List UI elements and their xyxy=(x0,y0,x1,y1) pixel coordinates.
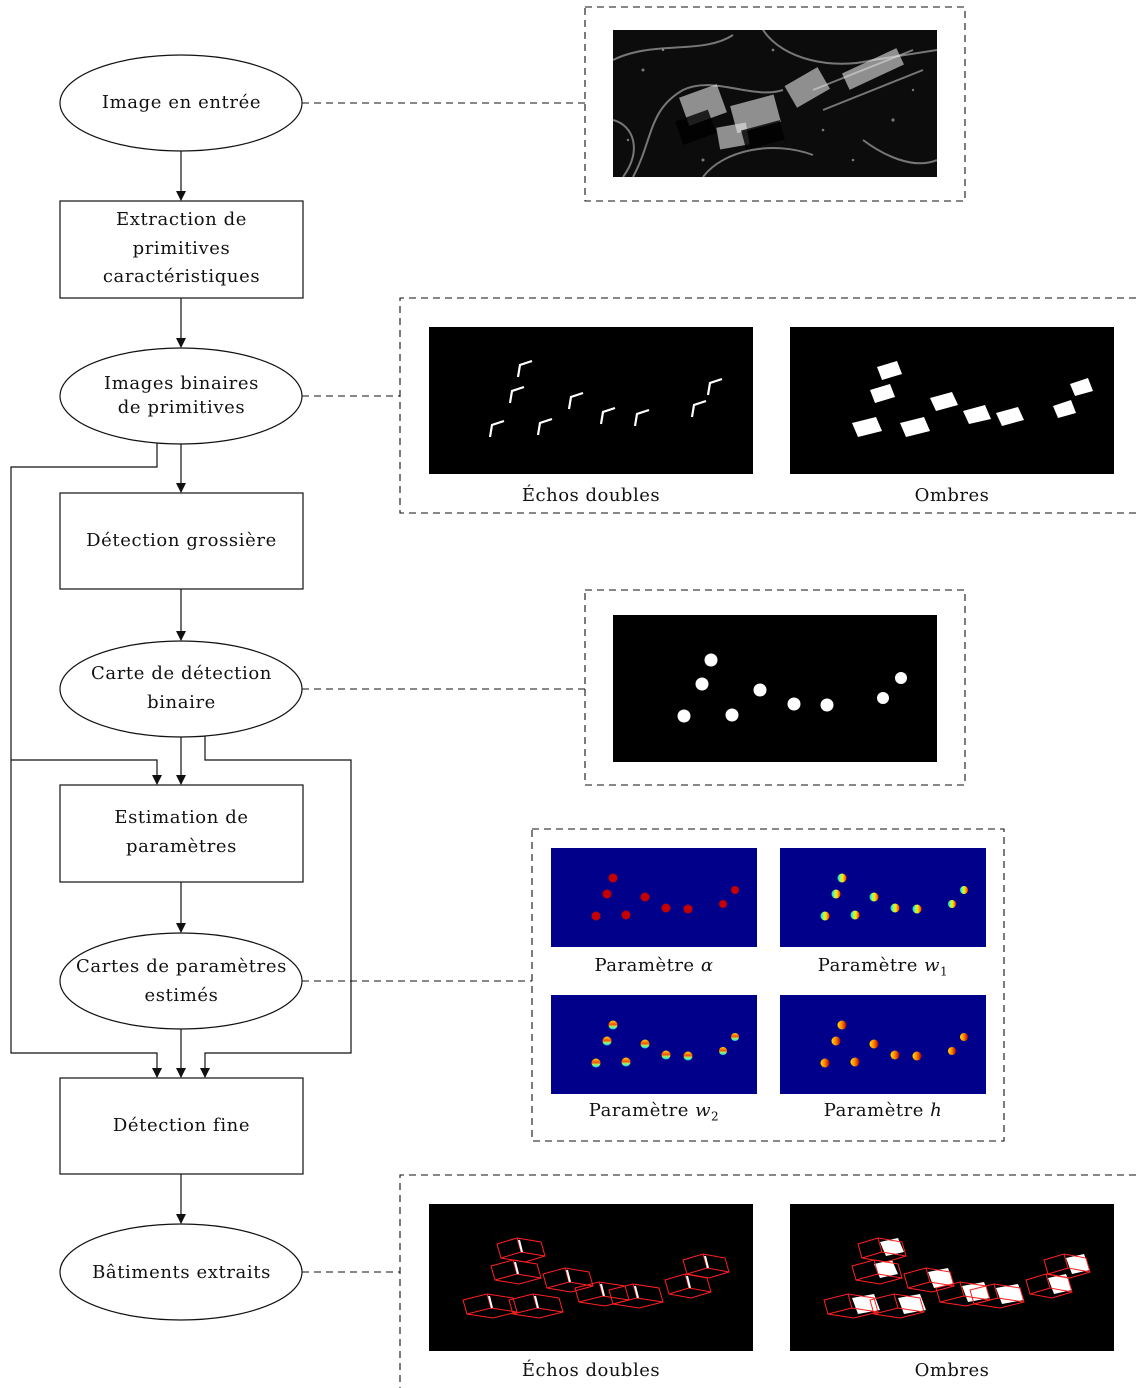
node-binary-label: Images binaires de primitives xyxy=(104,372,259,418)
symbol-w2-sub: 2 xyxy=(711,1109,720,1124)
symbol-h: h xyxy=(930,1100,943,1121)
shadows-binary-image xyxy=(790,327,1114,474)
node-params: Cartes de paramètres estimés xyxy=(75,951,288,1013)
caption-shadows-2: Ombres xyxy=(914,1360,990,1381)
route-map-to-fine xyxy=(200,736,352,1078)
buildings-echoes-image xyxy=(429,1204,753,1351)
panel-binary xyxy=(399,297,1136,514)
node-buildings-label: Bâtiments extraits xyxy=(92,1261,271,1283)
node-params-label: Cartes de paramètres estimés xyxy=(76,956,287,1006)
panel-params xyxy=(531,828,1005,1142)
node-extraction-shape xyxy=(59,200,304,299)
param-prefix-1: Paramètre xyxy=(594,955,695,976)
node-fine: Détection fine xyxy=(62,1080,301,1172)
node-map-label: Carte de détection binaire xyxy=(91,663,272,713)
symbol-alpha: α xyxy=(700,955,714,976)
param-h-image xyxy=(780,995,986,1094)
symbol-w1-sub: 1 xyxy=(940,964,949,979)
caption-param-w1: Paramètre w1 xyxy=(780,955,986,979)
caption-param-h: Paramètre h xyxy=(780,1100,986,1121)
node-coarse-label: Détection grossière xyxy=(86,529,277,551)
node-fine-label: Détection fine xyxy=(112,1114,251,1136)
symbol-w1: w xyxy=(924,955,941,976)
buildings-shadows-image xyxy=(790,1204,1114,1351)
panel-input xyxy=(584,6,966,202)
param-w1-image xyxy=(780,848,986,947)
node-estimation-label: Estimation de paramètres xyxy=(114,807,249,857)
node-buildings: Bâtiments extraits xyxy=(70,1250,293,1296)
sar-input-image xyxy=(613,30,937,177)
caption-param-alpha: Paramètre α xyxy=(551,955,757,976)
node-coarse-shape xyxy=(59,492,304,590)
node-binary: Images binaires de primitives xyxy=(95,366,268,426)
caption-echoes-2: Échos doubles xyxy=(521,1360,661,1381)
node-input: Image en entrée xyxy=(70,80,293,126)
node-fine-shape xyxy=(59,1077,304,1175)
param-prefix-4: Paramètre xyxy=(823,1100,924,1121)
node-coarse: Détection grossière xyxy=(62,495,301,587)
echoes-binary-image xyxy=(429,327,753,474)
route-binary-to-estimation xyxy=(11,759,162,785)
caption-shadows-1: Ombres xyxy=(914,485,990,506)
caption-echoes-1: Échos doubles xyxy=(521,485,661,506)
node-input-label: Image en entrée xyxy=(101,91,262,113)
node-map: Carte de détection binaire xyxy=(80,658,283,720)
node-extraction-label: Extraction de primitives caractéristique… xyxy=(102,208,261,288)
symbol-w2: w xyxy=(695,1100,712,1121)
param-prefix-2: Paramètre xyxy=(817,955,918,976)
caption-param-w2: Paramètre w2 xyxy=(551,1100,757,1124)
param-prefix-3: Paramètre xyxy=(588,1100,689,1121)
param-alpha-image xyxy=(551,848,757,947)
node-extraction: Extraction de primitives caractéristique… xyxy=(95,203,268,295)
detection-map-image xyxy=(613,615,937,762)
param-w2-image xyxy=(551,995,757,1094)
node-estimation: Estimation de paramètres xyxy=(95,787,268,879)
panel-buildings xyxy=(399,1174,1136,1388)
